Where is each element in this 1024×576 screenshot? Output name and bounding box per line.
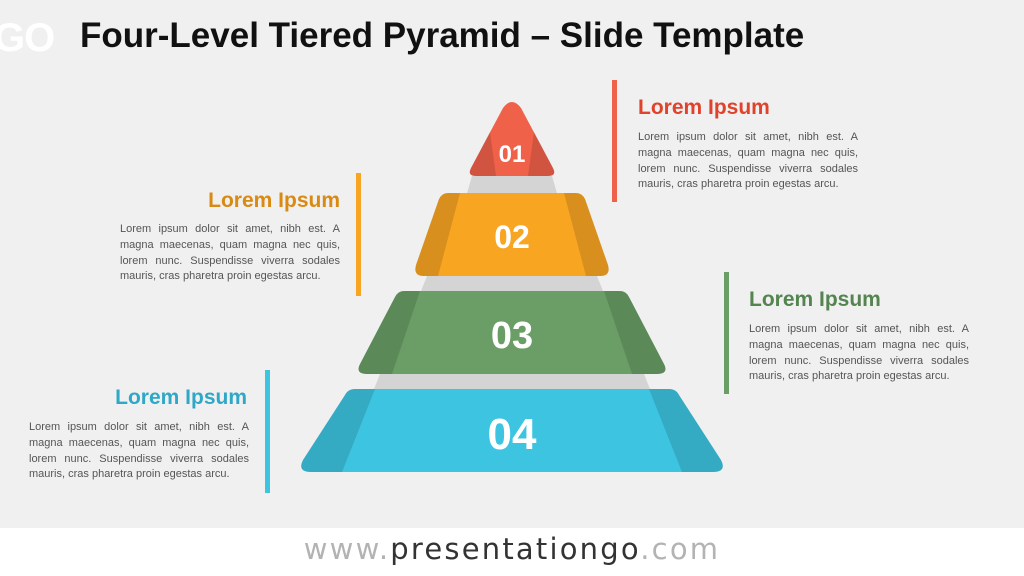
- pyramid-tier-1: 01: [469, 102, 555, 176]
- callout-2-body: Lorem ipsum dolor sit amet, nibh est. A …: [120, 223, 340, 283]
- footer-prefix: www.: [303, 532, 391, 566]
- footer: www.presentationgo.com: [0, 528, 1024, 576]
- callout-1-accent-bar: [612, 80, 617, 202]
- tier-3-shade-right: [604, 291, 666, 374]
- pyramid-gap-band: [467, 176, 557, 193]
- tier-3-shade-left: [358, 291, 420, 374]
- pyramid-tier-2: 02: [415, 193, 609, 276]
- callout-1-body: Lorem ipsum dolor sit amet, nibh est. A …: [638, 131, 858, 191]
- footer-suffix: .com: [640, 532, 721, 566]
- footer-brand: presentationgo: [390, 532, 641, 566]
- tier-4-shade-right: [649, 389, 723, 472]
- callout-level-1: Lorem Ipsum Lorem ipsum dolor sit amet, …: [612, 80, 872, 202]
- callout-3-heading: Lorem Ipsum: [749, 288, 881, 311]
- tier-3-number: 03: [491, 315, 533, 357]
- callout-2-heading: Lorem Ipsum: [208, 189, 340, 212]
- tier-1-shade-left: [469, 132, 496, 176]
- pyramid-diagram: 01 02 03 04: [301, 102, 723, 472]
- callout-level-2: Lorem Ipsum Lorem ipsum dolor sit amet, …: [110, 173, 370, 296]
- callout-4-accent-bar: [265, 370, 270, 493]
- tier-1-number: 01: [499, 141, 526, 168]
- brand-logo: GO: [0, 16, 55, 60]
- slide-title: Four-Level Tiered Pyramid – Slide Templa…: [80, 16, 805, 55]
- tier-3-shape: [358, 291, 666, 374]
- tier-2-number: 02: [494, 219, 530, 255]
- footer-website-link[interactable]: www.presentationgo.com: [0, 532, 1024, 566]
- tier-1-shade-right: [528, 132, 555, 176]
- tier-1-shape: [469, 102, 555, 176]
- pyramid-gap-band: [421, 276, 603, 291]
- tier-2-shape: [415, 193, 609, 276]
- pyramid-tier-3: 03: [358, 291, 666, 374]
- callout-3-accent-bar: [724, 272, 729, 394]
- callout-4-body: Lorem ipsum dolor sit amet, nibh est. A …: [29, 421, 249, 481]
- tier-4-shape: [301, 389, 723, 472]
- callout-3-body: Lorem ipsum dolor sit amet, nibh est. A …: [749, 323, 969, 383]
- callout-4-heading: Lorem Ipsum: [115, 386, 247, 409]
- tier-4-number: 04: [488, 410, 537, 459]
- tier-2-shade-right: [564, 193, 609, 276]
- tier-2-shade-left: [415, 193, 460, 276]
- callout-2-accent-bar: [356, 173, 361, 296]
- slide: GO Four-Level Tiered Pyramid – Slide Tem…: [0, 16, 994, 493]
- callout-1-heading: Lorem Ipsum: [638, 96, 770, 119]
- tier-4-shade-left: [301, 389, 375, 472]
- callout-level-3: Lorem Ipsum Lorem ipsum dolor sit amet, …: [724, 272, 994, 394]
- callout-level-4: Lorem Ipsum Lorem ipsum dolor sit amet, …: [20, 370, 280, 493]
- pyramid-tier-4: 04: [301, 389, 723, 472]
- pyramid-gap-band: [374, 374, 650, 389]
